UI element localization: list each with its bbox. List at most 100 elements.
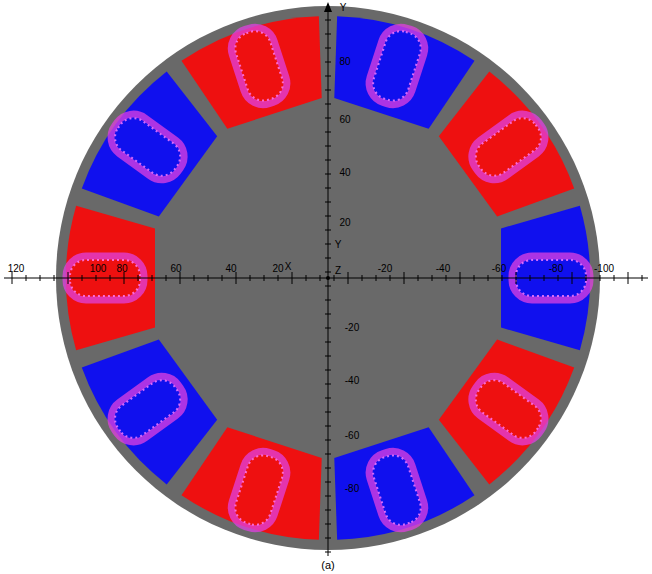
axis-tick — [325, 538, 331, 539]
axis-tick — [558, 275, 559, 281]
tick-label: 80 — [339, 57, 350, 67]
axis-tick — [250, 275, 251, 281]
axis-tick — [325, 552, 331, 553]
magnet-segment — [439, 72, 574, 217]
axis-tick — [325, 440, 331, 441]
axis-tick — [325, 412, 331, 413]
axis-tick — [325, 34, 331, 35]
axis-tick — [614, 275, 615, 281]
magnet-body — [82, 340, 217, 485]
tick-label: 40 — [225, 264, 236, 274]
axis-tick — [325, 286, 331, 287]
tick-label: -80 — [549, 264, 563, 274]
tick-label: -100 — [594, 264, 614, 274]
magnet-segment — [82, 340, 217, 485]
magnet-body — [334, 427, 474, 540]
tick-label: 40 — [339, 168, 350, 178]
axis-tick — [325, 314, 331, 315]
axis-tick — [325, 104, 331, 105]
axis-tick — [325, 426, 331, 427]
axis-tick — [325, 132, 331, 133]
tick-label: 120 — [8, 264, 25, 274]
axis-tick — [325, 90, 331, 91]
tick-label: 20 — [339, 218, 350, 228]
origin-dot — [326, 276, 330, 280]
coil-loop — [103, 106, 192, 187]
axis-tick — [348, 272, 349, 284]
axis-tick — [325, 370, 331, 371]
coil-loop — [226, 22, 292, 110]
axis-tick — [325, 398, 331, 399]
axis-tick — [460, 272, 461, 284]
coil-loop — [364, 22, 430, 110]
axis-arrow — [324, 2, 332, 12]
axis-tick — [138, 275, 139, 281]
axis-tick — [628, 272, 629, 284]
axis-tick — [325, 160, 331, 161]
axis-tick — [208, 275, 209, 281]
coil-loop — [364, 446, 430, 534]
axis-tick — [325, 384, 331, 385]
axis-tick — [325, 244, 331, 245]
axis-tick — [54, 275, 55, 281]
coil-loop — [103, 368, 192, 449]
axis-tick — [642, 275, 643, 281]
axis-tick — [26, 275, 27, 281]
coil-texture — [109, 112, 187, 182]
magnet-segment — [334, 16, 474, 129]
axis-tick — [325, 258, 331, 259]
axis-tick — [166, 275, 167, 281]
magnet-segment — [439, 340, 574, 485]
axis-tick — [325, 62, 331, 63]
axis-tick — [325, 482, 331, 483]
tick-label: 100 — [90, 264, 107, 274]
magnet-body — [181, 16, 321, 129]
coil-texture — [369, 451, 425, 529]
axis-tick — [530, 275, 531, 281]
axis-tick — [572, 272, 573, 284]
coil-loop — [464, 368, 553, 449]
axis-tick — [152, 275, 153, 281]
axis-tick — [194, 275, 195, 281]
figure-caption: (a) — [321, 560, 334, 571]
tick-label: -60 — [345, 431, 359, 441]
axis-tick — [325, 496, 331, 497]
tick-label: -20 — [378, 264, 392, 274]
axis-tick — [320, 275, 321, 281]
axis-tick — [325, 342, 331, 343]
axis-tick — [446, 275, 447, 281]
axis-tick — [516, 272, 517, 284]
axis-tick — [264, 275, 265, 281]
magnet-segment — [334, 427, 474, 540]
tick-label: 20 — [272, 264, 283, 274]
axis-tick — [96, 275, 97, 281]
axis-tick — [325, 118, 331, 119]
magnet-segment — [82, 72, 217, 217]
tick-label: -40 — [345, 376, 359, 386]
axis-tick — [325, 300, 331, 301]
axis-tick — [110, 275, 111, 281]
axis-tick — [325, 76, 331, 77]
axis-tick — [502, 275, 503, 281]
coil-loop — [464, 106, 553, 187]
tick-label: -60 — [492, 264, 506, 274]
axis-tick — [325, 468, 331, 469]
axis-name: Y — [340, 3, 347, 13]
axis-tick — [325, 454, 331, 455]
axis-name: Y — [335, 240, 342, 250]
coil-texture — [369, 27, 425, 105]
axis-tick — [40, 275, 41, 281]
axis-tick — [544, 275, 545, 281]
tick-label: 60 — [339, 115, 350, 125]
magnet-body — [439, 72, 574, 217]
axis-tick — [325, 174, 331, 175]
axis-tick — [325, 230, 331, 231]
axis-tick — [325, 328, 331, 329]
magnet-segment — [181, 16, 321, 129]
axis-tick — [362, 275, 363, 281]
axis-tick — [418, 275, 419, 281]
axis-tick — [325, 146, 331, 147]
axis-tick — [600, 275, 601, 281]
coil-loop — [226, 446, 292, 534]
